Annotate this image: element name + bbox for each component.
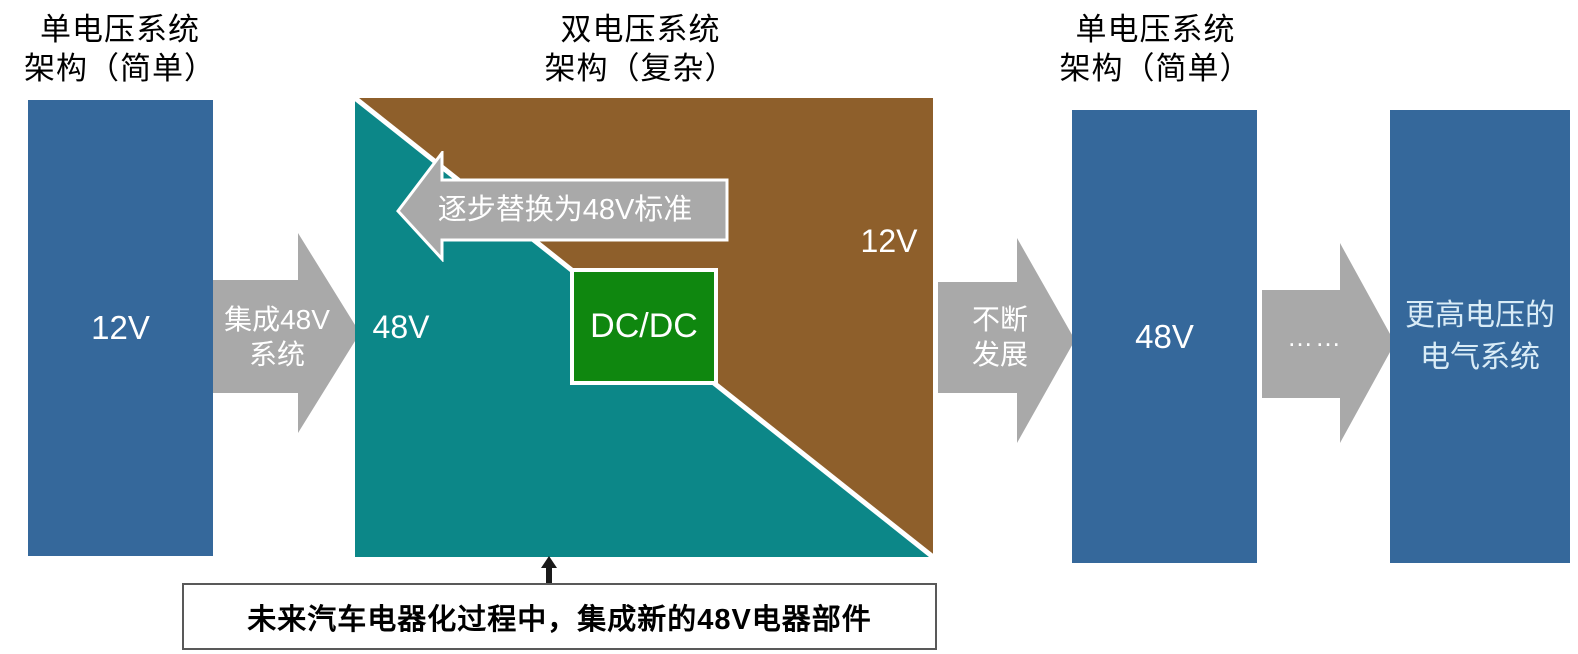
higher-voltage-label-line: 更高电压的 xyxy=(1405,298,1555,332)
title-single-voltage-left: 单电压系统 架构（简单） xyxy=(10,10,230,88)
future-arrow-label: …… xyxy=(1287,322,1343,352)
title-line: 架构（复杂） xyxy=(544,51,737,86)
box-48v-system: 48V xyxy=(1072,110,1257,563)
arrow-label-line: 不断 xyxy=(971,304,1028,335)
title-line: 单电压系统 xyxy=(1075,12,1236,47)
footnote-label: 未来汽车电器化过程中，集成新的48V电器部件 xyxy=(247,603,872,636)
higher-voltage-label-line: 电气系统 xyxy=(1420,340,1540,374)
replace-arrow-icon xyxy=(396,151,729,262)
arrow-label-line: 集成48V xyxy=(224,304,330,335)
box-12v-system: 12V xyxy=(28,100,213,556)
develop-arrow-label: 不断 发展 xyxy=(948,302,1052,372)
title-line: 双电压系统 xyxy=(560,12,721,47)
title-line: 单电压系统 xyxy=(40,12,200,47)
future-arrow-icon xyxy=(1262,243,1395,443)
dcdc-label: DC/DC xyxy=(590,307,698,345)
brown-region-label: 12V xyxy=(860,223,918,259)
box-48v-label: 48V xyxy=(1135,317,1194,355)
up-arrow-icon xyxy=(541,556,557,585)
arrow-label-line: 发展 xyxy=(971,339,1028,370)
replace-arrow-label: 逐步替换为48V标准 xyxy=(437,194,693,226)
develop-arrow-icon xyxy=(938,238,1075,443)
title-line: 架构（简单） xyxy=(1059,51,1252,86)
teal-region-label: 48V xyxy=(372,309,430,345)
title-single-voltage-right: 单电压系统 架构（简单） xyxy=(1033,10,1278,88)
footnote-box: 未来汽车电器化过程中，集成新的48V电器部件 xyxy=(182,583,937,650)
integrate-48v-arrow-icon xyxy=(213,233,360,433)
box-12v-label: 12V xyxy=(91,309,150,346)
dcdc-converter-box: DC/DC xyxy=(570,268,718,385)
title-line: 架构（简单） xyxy=(24,51,216,86)
title-dual-voltage: 双电压系统 架构（复杂） xyxy=(518,10,763,88)
box-higher-voltage-system: 更高电压的 电气系统 xyxy=(1390,110,1570,563)
arrow-label-line: 系统 xyxy=(248,339,305,370)
integrate-arrow-label: 集成48V 系统 xyxy=(212,302,342,372)
